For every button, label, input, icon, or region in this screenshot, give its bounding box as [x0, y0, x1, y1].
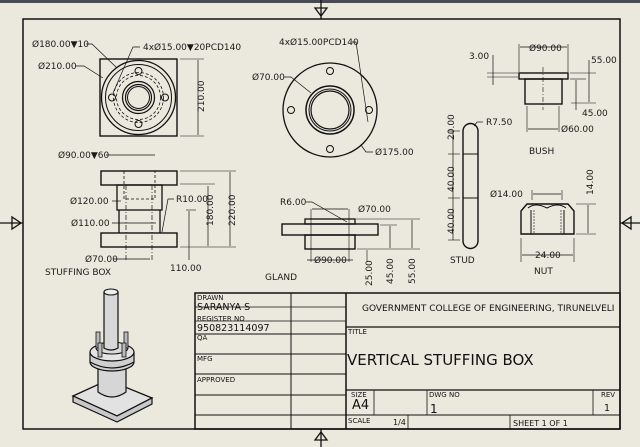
register-value: 950823114097	[197, 323, 270, 334]
qa-label: QA	[197, 334, 208, 342]
dim-gland-45: 45.00	[386, 258, 396, 284]
left-center-mark	[0, 215, 23, 231]
stuffing-box-top-view	[76, 43, 204, 137]
size-label: SIZE	[351, 391, 367, 399]
callout-gland-r6: R6.00	[280, 198, 307, 208]
title-label: TITLE	[348, 328, 367, 336]
dim-stud-40a: 40.00	[447, 166, 457, 192]
register-label: REGISTER NO	[197, 315, 245, 323]
callout-bush-55: 55.00	[591, 56, 617, 66]
dim-stud-20: 20.00	[447, 114, 457, 140]
title-block	[194, 292, 621, 430]
stud-view	[448, 121, 483, 250]
nut-view	[520, 190, 596, 262]
dim-stud-40b: 40.00	[447, 208, 457, 234]
gland-front-view	[281, 201, 420, 262]
dwg-no-value: 1	[430, 402, 438, 416]
approved-label: APPROVED	[197, 376, 236, 384]
dim-gland-55: 55.00	[408, 258, 418, 284]
callout-sb-c70: Ø70.00	[85, 254, 118, 265]
mfg-label: MFG	[197, 355, 213, 363]
callout-sb-r10: R10.00	[176, 195, 208, 205]
dim-sb-220: 220.00	[228, 194, 238, 226]
dim-sb-110: 110.00	[170, 264, 202, 274]
window-top-edge	[0, 0, 640, 3]
organization-name: GOVERNMENT COLLEGE OF ENGINEERING, TIRUN…	[362, 304, 615, 314]
label-stud: STUD	[450, 256, 475, 266]
label-stuffing-box: STUFFING BOX	[45, 268, 111, 278]
isometric-assembly-view	[71, 288, 154, 423]
size-value: A4	[352, 398, 370, 413]
callout-sb-c120: Ø120.00	[70, 196, 109, 207]
drawn-value: SARANYA S	[197, 302, 251, 313]
dwg-no-label: DWG NO	[429, 391, 460, 399]
callout-bush-45: 45.00	[582, 109, 608, 119]
callout-gland-c70: Ø70.00	[252, 72, 285, 83]
callout-sb-holes: 4xØ15.00▼20PCD140	[143, 42, 241, 53]
callout-sb-c210: Ø210.00	[38, 61, 77, 72]
callout-gland-c175: Ø175.00	[375, 147, 414, 158]
top-center-mark	[313, 0, 329, 19]
bush-view	[487, 44, 596, 132]
scale-value: 1/4	[393, 418, 406, 427]
label-nut: NUT	[534, 267, 553, 277]
dim-gland-25: 25.00	[365, 260, 375, 286]
callout-sb-c90: Ø90.00▼60	[58, 150, 109, 161]
callout-bush-3: 3.00	[469, 52, 489, 62]
callout-bush-c60: Ø60.00	[561, 124, 594, 135]
rev-label: REV	[601, 391, 616, 399]
scale-label: SCALE	[348, 417, 371, 425]
callout-bush-c90: Ø90.00	[529, 43, 562, 54]
callout-nut-c14: Ø14.00	[490, 189, 523, 200]
dim-nut-24: 24.00	[535, 251, 561, 261]
callout-sb-c180: Ø180.00▼10	[32, 39, 89, 50]
drawing-title: VERTICAL STUFFING BOX	[347, 351, 534, 369]
sheet-number: SHEET 1 OF 1	[513, 419, 568, 428]
label-gland: GLAND	[265, 273, 297, 283]
label-bush: BUSH	[529, 147, 554, 157]
callout-gland-c90: Ø90.00	[314, 255, 347, 266]
rev-value: 1	[604, 403, 611, 414]
right-center-mark	[620, 215, 640, 231]
gland-top-view	[282, 41, 378, 158]
callout-sb-c110: Ø110.00	[71, 218, 110, 229]
dim-sb-180: 180.00	[206, 194, 216, 226]
dim-sb-210: 210.00	[197, 80, 207, 112]
stuffing-box-front-view	[100, 154, 236, 262]
callout-gland-holes: 4xØ15.00PCD140	[279, 37, 359, 48]
dim-nut-14: 14.00	[586, 169, 596, 195]
callout-stud-r7-5: R7.50	[486, 118, 513, 128]
drawn-label: DRAWN	[197, 294, 224, 302]
bottom-center-mark	[313, 429, 329, 447]
callout-gland-front-c70: Ø70.00	[358, 204, 391, 215]
